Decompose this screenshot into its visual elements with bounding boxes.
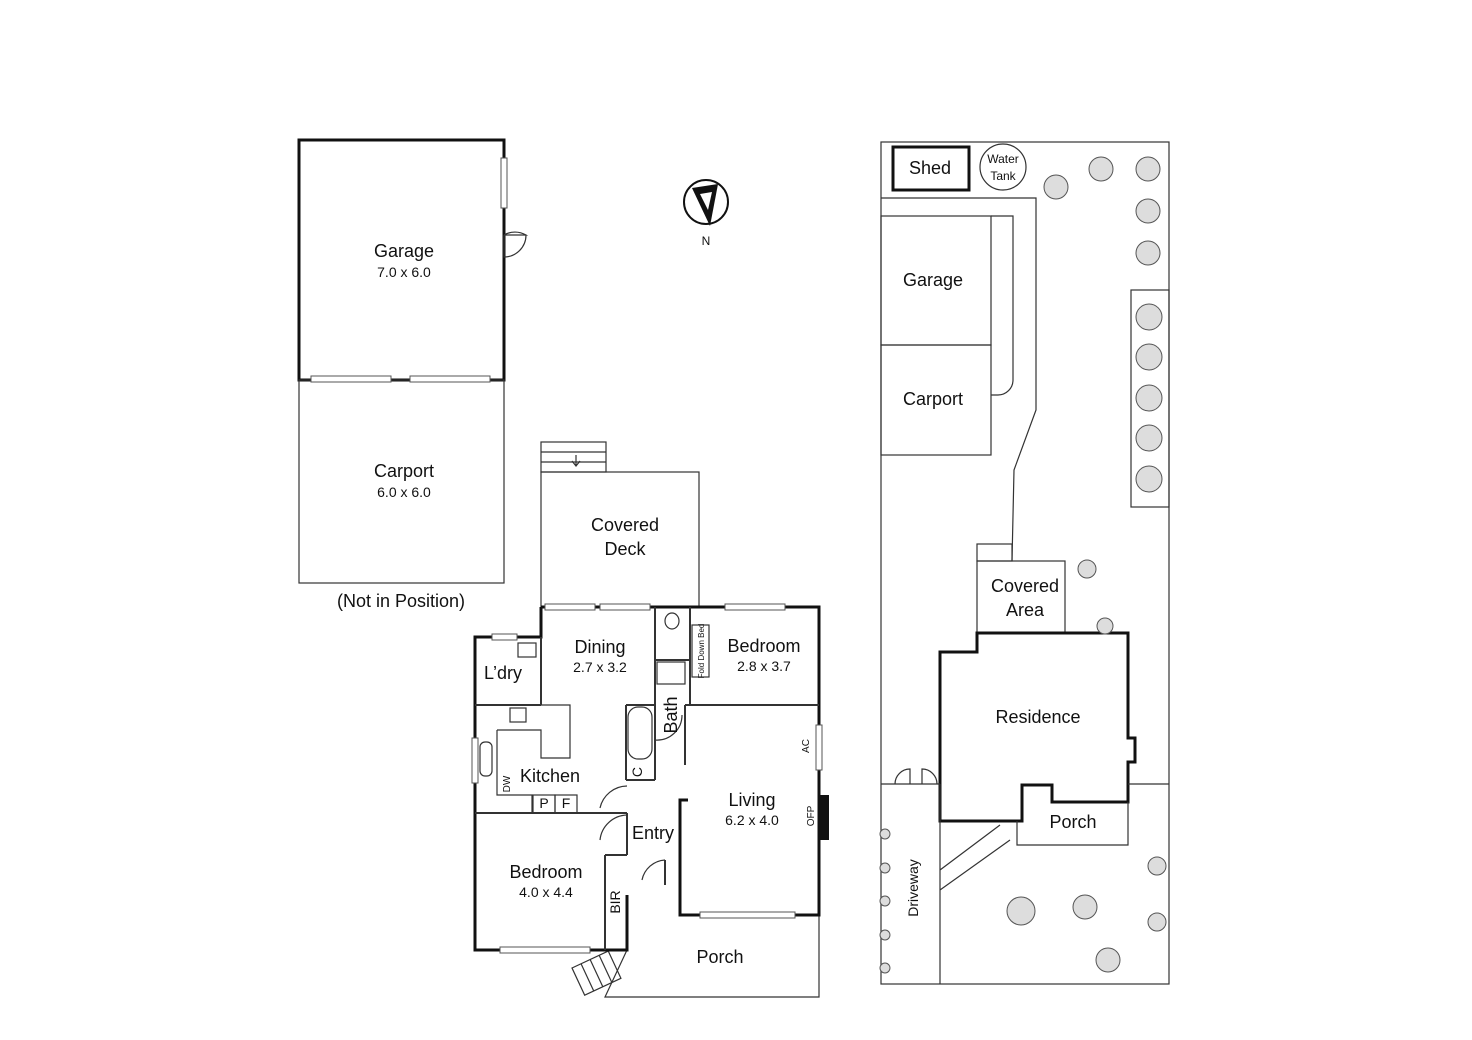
site-carport [880,344,992,456]
sink-icon [479,741,493,777]
exterior-wall [473,607,629,952]
house-plan: Covered Deck [471,441,829,998]
tree-icon [1135,240,1161,266]
driveway-lines [881,783,1169,984]
site-porch-label: Porch [1049,812,1096,832]
driveway-path [881,197,1037,562]
porch-outline [604,915,820,998]
garage-door [409,375,491,383]
open-fireplace-label: OFP [806,805,817,826]
room-label-laundry: L’dry [484,663,522,683]
site-carport-label: Carport [903,389,963,409]
laundry-tub-icon [517,642,537,658]
water-tank-label: Water [987,152,1019,166]
tree-icon [879,962,891,974]
room-label-covered-deck: Covered [591,515,659,535]
tree-icon [1135,424,1163,452]
tree-icon [1147,856,1167,876]
tree-icon [1088,156,1114,182]
tree-icon [1135,384,1163,412]
room-label-dining: Dining [574,637,625,657]
tree-icon [1135,465,1163,493]
tree-icon [1096,617,1114,635]
garden-bed [1130,289,1170,508]
detached-garage-plan: Garage 7.0 x 6.0 Carport 6.0 x 6.0 (Not … [297,138,529,611]
cupboard-label: C [629,767,645,777]
site-boundary [880,141,1170,985]
garage-door [310,375,392,383]
north-compass-icon: N [683,179,729,248]
tree-icon [879,929,891,941]
shed-label: Shed [909,158,951,178]
room-label-carport: Carport [374,461,434,481]
tree-icon [1135,156,1161,182]
covered-area [976,560,1066,634]
residence-label: Residence [995,707,1080,727]
room-label-kitchen: Kitchen [520,766,580,786]
room-label-porch: Porch [696,947,743,967]
tree-icon [1095,947,1121,973]
door-swing [503,231,529,258]
tree-icon [1043,174,1069,200]
room-label-bedroom-1: Bedroom [509,862,582,882]
fireplace-icon [819,795,829,840]
room-label-bedroom-2: Bedroom [727,636,800,656]
site-garage-label: Garage [903,270,963,290]
fold-down-bed-icon [691,624,710,678]
cooktop-icon [509,707,527,723]
air-conditioner-label: AC [801,739,812,753]
water-tank [979,143,1027,191]
trees [879,156,1167,974]
driveway-inner [991,215,1014,396]
tree-icon [1147,912,1167,932]
room-dims-garage: 7.0 x 6.0 [377,264,431,280]
deck-steps [540,441,607,473]
tree-icon [879,828,891,840]
room-dims-carport: 6.0 x 6.0 [377,484,431,500]
covered-area-label: Covered [991,576,1059,596]
tree-icon [879,895,891,907]
dishwasher-label: DW [502,775,513,792]
window [500,157,508,209]
shed [891,145,971,192]
tree-icon [1077,559,1097,579]
fridge-label: F [562,795,571,811]
room-label-garage: Garage [374,241,434,261]
fixtures [479,612,710,881]
tree-icon [1135,343,1163,371]
tree-icon [1135,198,1161,224]
water-tank-label-2: Tank [990,169,1016,183]
tree-icon [879,862,891,874]
site-porch [1016,802,1129,846]
room-dims-dining: 2.7 x 3.2 [573,659,627,675]
toilet-icon [664,612,680,630]
windows [471,603,823,954]
gate-icon [894,768,938,785]
room-label-covered-deck-2: Deck [604,539,646,559]
covered-area-label-2: Area [1006,600,1045,620]
covered-area-steps [976,543,1013,562]
driveway-label: Driveway [905,859,921,917]
room-dims-bedroom-1: 4.0 x 4.4 [519,884,573,900]
tree-icon [1135,303,1163,331]
room-label-bath: Bath [661,696,681,733]
not-in-position-note: (Not in Position) [337,591,465,611]
basin-icon [656,661,686,685]
room-dims-living: 6.2 x 4.0 [725,812,779,828]
porch-steps [571,950,622,996]
pantry-label: P [539,795,548,811]
tree-icon [1072,894,1098,920]
tree-icon [1006,896,1036,926]
compass-north-label: N [702,234,711,248]
room-dims-bedroom-2: 2.8 x 3.7 [737,658,791,674]
site-plan: Shed Water Tank Garage Carport Covered A… [879,141,1170,985]
room-label-living: Living [728,790,775,810]
fold-down-bed-label: Fold Down Bed [697,624,706,679]
built-in-robe-label: BIR [607,890,623,913]
bath-tub-icon [627,706,653,760]
room-label-entry: Entry [632,823,674,843]
carport-outline [298,379,505,584]
residence-outline [938,631,1137,823]
